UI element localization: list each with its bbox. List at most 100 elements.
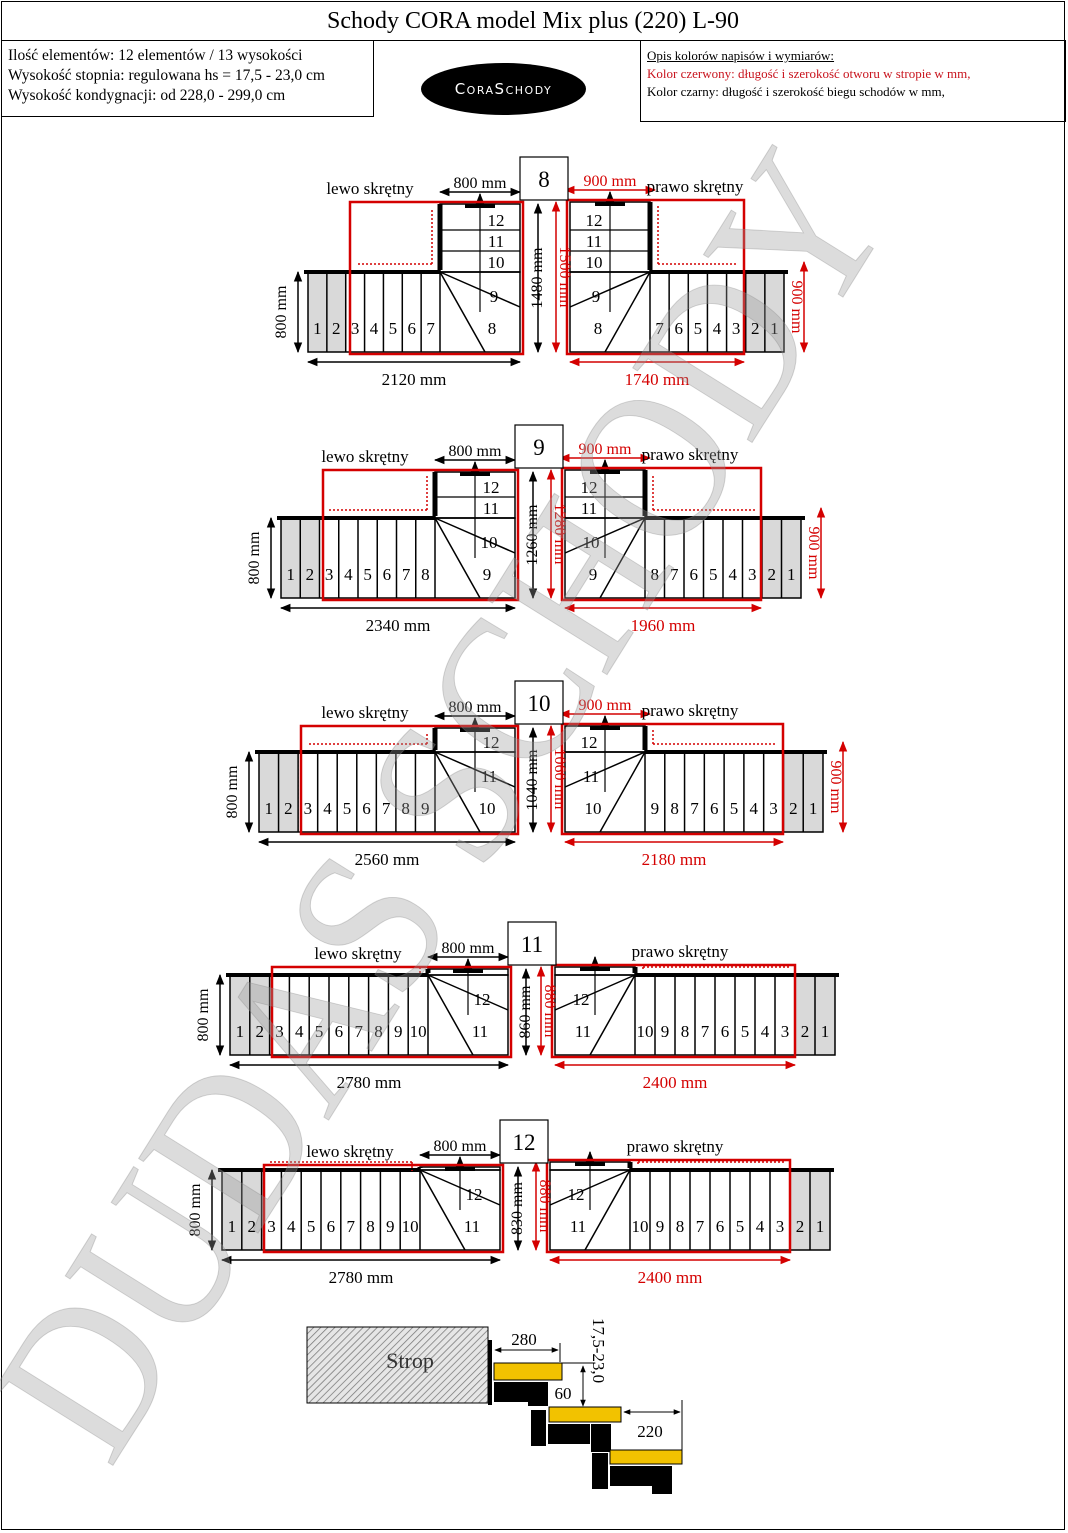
step-number: 10 — [585, 799, 602, 818]
legend-title: Opis kolorów napisów i wymiarów: — [647, 48, 835, 63]
support-block — [652, 1466, 672, 1494]
turn-count: 11 — [521, 932, 543, 957]
step-number: 3 — [351, 319, 360, 338]
step-number: 9 — [589, 565, 598, 584]
step-number: 9 — [386, 1217, 395, 1236]
step-number: 6 — [383, 565, 392, 584]
turn-direction-label: prawo skrętny — [642, 701, 739, 720]
step-number: 4 — [761, 1022, 770, 1041]
step-number: 1 — [265, 799, 274, 818]
turn-direction-label: lewo skrętny — [321, 447, 409, 466]
step-number: 2 — [255, 1022, 264, 1041]
step-number: 11 — [583, 767, 599, 786]
step-number: 10 — [479, 799, 496, 818]
side-label: 800 mm — [195, 988, 212, 1041]
step-number: 6 — [674, 319, 683, 338]
top-label: 800 mm — [454, 175, 507, 192]
winder-line — [419, 1169, 466, 1251]
spec-floor-height: Wysokość kondygnacji: od 228,0 - 299,0 c… — [8, 87, 286, 104]
height-label: 1260 mm — [524, 504, 541, 565]
step-number: 10 — [488, 253, 505, 272]
ceiling-opening — [299, 724, 520, 836]
step-number: 11 — [570, 1217, 586, 1236]
dim-280-label: 280 — [511, 1330, 537, 1349]
top-label: 800 mm — [449, 443, 502, 460]
step-number: 2 — [306, 565, 315, 584]
slab-label: Strop — [386, 1348, 434, 1373]
step-number: 5 — [343, 799, 352, 818]
height-label: 1480 mm — [529, 247, 546, 308]
step-number: 12 — [586, 211, 603, 230]
turn-count-box — [507, 921, 557, 966]
step-number: 5 — [307, 1217, 316, 1236]
page-title: Schody CORA model Mix plus (220) L-90 — [1, 1, 1065, 41]
step-number: 5 — [736, 1217, 745, 1236]
step-number: 3 — [769, 799, 778, 818]
step-number: 11 — [586, 232, 602, 251]
step-number: 3 — [781, 1022, 790, 1041]
step-number: 6 — [690, 565, 699, 584]
height-label: 1060 mm — [551, 749, 568, 810]
step-number: 9 — [592, 287, 601, 306]
length-label: 2120 mm — [382, 370, 447, 389]
step-number: 5 — [363, 565, 372, 584]
step-number: 8 — [374, 1022, 383, 1041]
step-number: 4 — [323, 799, 332, 818]
step-number: 1 — [809, 799, 818, 818]
side-label: 800 mm — [273, 285, 290, 338]
step-number: 6 — [721, 1022, 730, 1041]
step-number: 6 — [335, 1022, 344, 1041]
step-number: 10 — [583, 533, 600, 552]
step-number: 1 — [286, 565, 295, 584]
step-number: 5 — [730, 799, 739, 818]
step-number: 10 — [481, 533, 498, 552]
length-label: 2560 mm — [355, 850, 420, 869]
step-number: 10 — [586, 253, 603, 272]
step-number: 2 — [751, 319, 760, 338]
step-number: 8 — [670, 799, 679, 818]
ceiling-opening — [545, 1158, 792, 1254]
turn-count: 8 — [538, 167, 550, 192]
turn-direction-label: prawo skrętny — [642, 445, 739, 464]
turn-direction-label: lewo skrętny — [326, 179, 414, 198]
spec-step-height: Wysokość stopnia: regulowana hs = 17,5 -… — [8, 67, 325, 84]
step-number: 4 — [287, 1217, 296, 1236]
ceiling-opening — [565, 198, 746, 356]
top-label: 800 mm — [442, 940, 495, 957]
winder-line — [439, 271, 486, 353]
step-number: 5 — [694, 319, 703, 338]
step-number: 10 — [637, 1022, 654, 1041]
step-number: 4 — [713, 319, 722, 338]
top-label: 800 mm — [449, 699, 502, 716]
step-number: 4 — [756, 1217, 765, 1236]
step-number: 9 — [483, 565, 492, 584]
winder-line — [434, 751, 481, 833]
step-number: 7 — [402, 565, 411, 584]
step-number: 5 — [709, 565, 718, 584]
step-number: 4 — [295, 1022, 304, 1041]
step-number: 8 — [488, 319, 497, 338]
length-label: 1960 mm — [631, 616, 696, 635]
tread-2 — [548, 1406, 622, 1423]
step-number: 12 — [581, 733, 598, 752]
step-number: 12 — [474, 990, 491, 1009]
step-number: 9 — [394, 1022, 403, 1041]
turn-direction-label: prawo skrętny — [632, 942, 729, 961]
step-number: 8 — [421, 565, 430, 584]
top-label: 900 mm — [584, 173, 637, 190]
step-number: 8 — [366, 1217, 375, 1236]
support-block — [531, 1410, 546, 1446]
step-number: 6 — [327, 1217, 336, 1236]
turn-count-box — [519, 156, 569, 201]
step-number: 8 — [401, 799, 410, 818]
step-number: 7 — [426, 319, 435, 338]
length-label: 2180 mm — [642, 850, 707, 869]
step-number: 6 — [716, 1217, 725, 1236]
step-number: 10 — [402, 1217, 419, 1236]
